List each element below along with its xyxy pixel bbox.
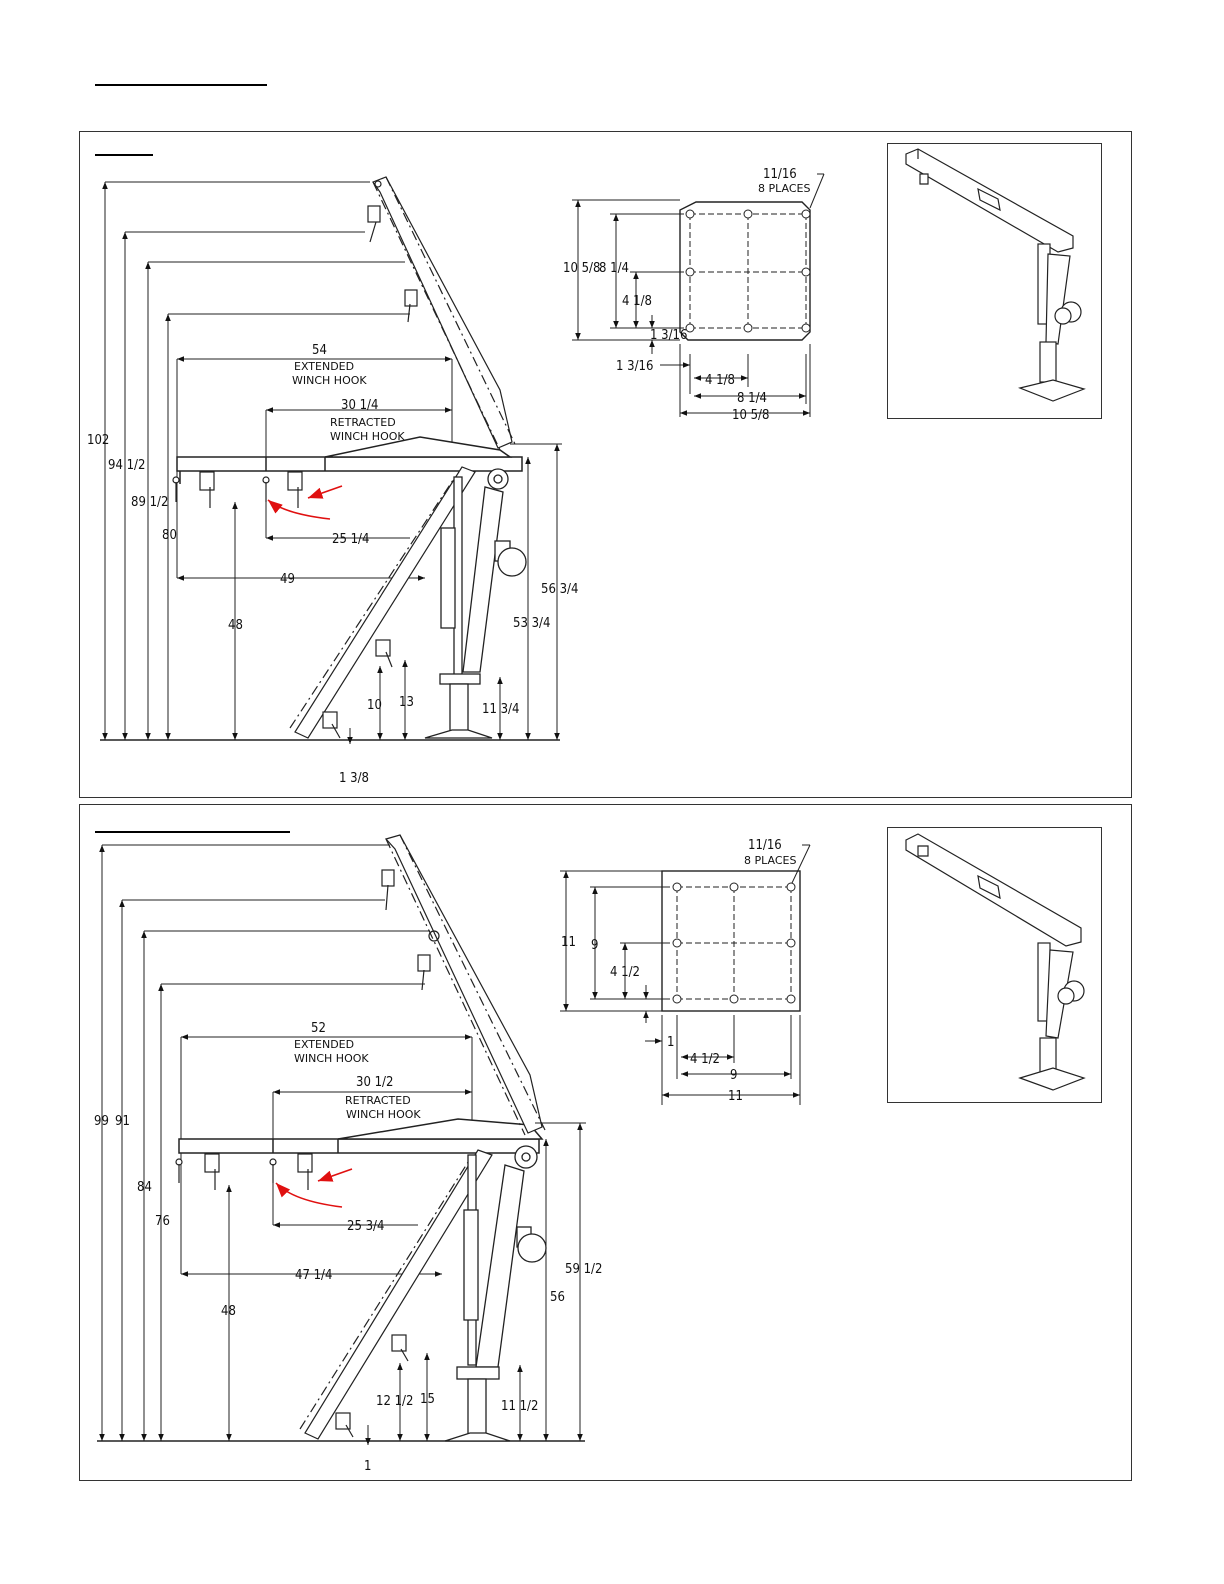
lower-dims-b — [226, 1122, 586, 1445]
height-label-91: 91 — [115, 1114, 130, 1129]
reach-extended-value-b: 52 — [311, 1021, 326, 1036]
dim-mast: 53 3/4 — [513, 616, 550, 631]
dim-48: 48 — [228, 618, 243, 633]
crane-drawing-b: 99 91 84 76 52 EXTENDED WINCH HOOK 30 1/… — [94, 831, 811, 1474]
winch-hook-label-2: WINCH HOOK — [330, 430, 405, 443]
header-rule — [95, 84, 267, 86]
dim-boom: 56 3/4 — [541, 582, 578, 597]
plate-hole-size: 11/16 — [763, 167, 797, 182]
extended-label: EXTENDED — [294, 360, 354, 373]
winch-hook-icon — [172, 471, 303, 508]
extended-label-b: EXTENDED — [294, 1038, 354, 1051]
crane-iso-icon — [905, 148, 1086, 402]
dim-15-b: 15 — [420, 1392, 435, 1407]
plate-v-outer: 10 5/8 — [563, 261, 600, 276]
dim-boom-b: 59 1/2 — [565, 1262, 602, 1277]
height-label-99: 99 — [94, 1114, 109, 1129]
mast — [424, 476, 504, 739]
dim-13: 13 — [399, 695, 414, 710]
plate-hole-size-b: 11/16 — [748, 838, 782, 853]
plate-v-mid-b: 9 — [591, 938, 598, 953]
lowered-boom — [289, 466, 476, 739]
height-dims — [102, 181, 410, 740]
height-label-102: 102 — [87, 433, 109, 448]
dim-1-3-8: 1 3/8 — [339, 771, 369, 786]
winch-hook-icon-b — [175, 1153, 313, 1190]
winch-hook-label-b2: WINCH HOOK — [346, 1108, 421, 1121]
plate-h-outer: 10 5/8 — [732, 408, 769, 423]
crane-iso-view-b — [887, 827, 1102, 1103]
dim-11-b: 11 1/2 — [501, 1399, 538, 1414]
reach-retracted-value: 30 1/4 — [341, 398, 378, 413]
plate-hole-places: 8 PLACES — [758, 182, 810, 195]
dim-1-b: 1 — [364, 1459, 371, 1474]
plate-h-half-b: 4 1/2 — [690, 1052, 720, 1067]
dim-48-b: 48 — [221, 1304, 236, 1319]
raised-boom-b — [381, 834, 546, 1136]
plate-v-edge: 1 3/16 — [650, 328, 687, 343]
plate-h-edge-b: 1 — [667, 1035, 674, 1050]
height-label-84: 84 — [137, 1180, 152, 1195]
height-label-80: 80 — [162, 528, 177, 543]
plate-v-outer-b: 11 — [561, 935, 576, 950]
plate-h-outer-b: 11 — [728, 1089, 743, 1104]
mast-b — [444, 1154, 525, 1442]
reach-47-b: 47 1/4 — [295, 1268, 332, 1283]
plate-hole-places-b: 8 PLACES — [744, 854, 796, 867]
winch-hook-label-b: WINCH HOOK — [294, 1052, 369, 1065]
plate-h-edge: 1 3/16 — [616, 359, 653, 374]
height-labels: 102 94 1/2 89 1/2 80 — [87, 433, 177, 543]
height-label-76: 76 — [155, 1214, 170, 1229]
dim-11: 11 3/4 — [482, 702, 519, 717]
crane-iso-view-a — [887, 143, 1102, 419]
red-curved-arrow — [267, 485, 343, 520]
horizontal-boom — [176, 436, 523, 484]
horizontal-boom-b — [178, 1118, 544, 1154]
reach-dims-b — [180, 1034, 473, 1277]
retracted-label: RETRACTED — [330, 416, 396, 429]
red-curved-arrow-b — [275, 1168, 353, 1208]
reach-extended-value: 54 — [312, 343, 327, 358]
winch-hook-label: WINCH HOOK — [292, 374, 367, 387]
lowered-boom-b — [299, 1149, 493, 1440]
base-plate-icon: 11/16 8 PLACES 10 5/8 8 1/4 4 1/8 1 3/16… — [563, 167, 825, 423]
dim-mast-b: 56 — [550, 1290, 565, 1305]
plate-v-half: 4 1/8 — [622, 294, 652, 309]
height-dims-b — [99, 844, 430, 1441]
retracted-label-b: RETRACTED — [345, 1094, 411, 1107]
dim-12-b: 12 1/2 — [376, 1394, 413, 1409]
crane-panel-a: 102 94 1/2 89 1/2 80 54 EXTENDED WINCH H… — [79, 131, 1132, 798]
raised-boom — [367, 176, 516, 451]
plate-h-half: 4 1/8 — [705, 373, 735, 388]
height-label-89: 89 1/2 — [131, 495, 168, 510]
plate-h-mid: 8 1/4 — [737, 391, 767, 406]
base-plate-icon-b: 11/16 8 PLACES 11 9 4 1/2 1 4 1/2 9 11 — [560, 838, 811, 1105]
crane-drawing-a: 102 94 1/2 89 1/2 80 54 EXTENDED WINCH H… — [87, 154, 825, 786]
reach-25: 25 1/4 — [332, 532, 369, 547]
pulley-icon-b — [514, 1145, 547, 1263]
reach-25-b: 25 3/4 — [347, 1219, 384, 1234]
reach-retracted-value-b: 30 1/2 — [356, 1075, 393, 1090]
dim-10: 10 — [367, 698, 382, 713]
crane-panel-b: 99 91 84 76 52 EXTENDED WINCH HOOK 30 1/… — [79, 804, 1132, 1481]
plate-v-mid: 8 1/4 — [599, 261, 629, 276]
plate-h-mid-b: 9 — [730, 1068, 737, 1083]
height-label-94: 94 1/2 — [108, 458, 145, 473]
crane-iso-icon-b — [905, 833, 1086, 1091]
lower-dims — [232, 443, 562, 744]
plate-v-half-b: 4 1/2 — [610, 965, 640, 980]
reach-49: 49 — [280, 572, 295, 587]
